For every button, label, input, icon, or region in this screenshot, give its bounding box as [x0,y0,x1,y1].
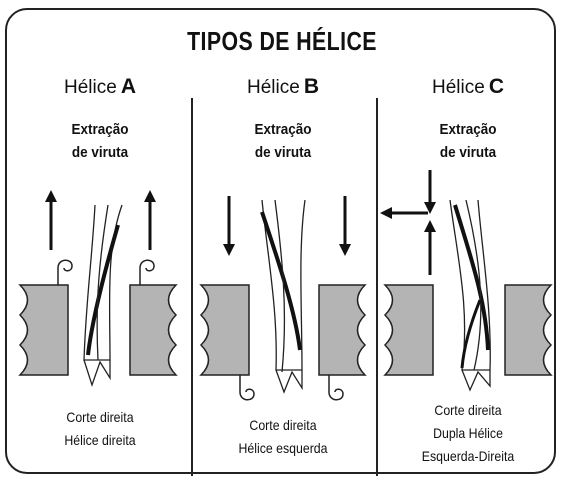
diagram-title: TIPOS DE HÉLICE [187,26,377,56]
panel-b-heading-letter: B [303,75,319,98]
panel-a-caption-line1: Corte direita [66,409,134,425]
panel-c-chip-label: Extração de viruta [387,118,549,164]
panel-b-workpiece-left [199,284,250,376]
panel-b-chip-curl-left [239,375,255,401]
panel-a-workpiece-right [129,284,178,376]
panel-c-caption-line2: Dupla Hélice [433,425,503,441]
panel-c-cutter-outline [449,199,491,371]
panel-a-chip-curl-right [139,259,155,285]
panel-b-illustration [199,196,367,401]
panel-a-heading-letter: A [120,75,136,98]
panel-c-heading-letter: C [488,75,504,98]
panel-c-chip-line2: de viruta [439,144,497,161]
panel-a-heading-word: Hélice [64,77,117,98]
panel-c-workpiece-right [504,284,553,376]
panel-b-workpiece-right [318,284,367,376]
panel-b-chip-line1: Extração [254,121,312,138]
panel-c-chip-line1: Extração [439,121,497,138]
panel-c-flute-heavy [453,204,490,351]
panel-b-caption: Corte direita Hélice esquerda [204,414,362,460]
panel-c-illustration [380,170,553,392]
panel-c-caption: Corte direita Dupla Hélice Esquerda-Dire… [389,399,547,468]
panel-a-chip-label: Extração de viruta [19,118,181,164]
panel-a-flute-heavy [86,224,120,356]
panel-a-illustration [18,190,178,388]
panel-a-chip-curl-left [57,259,73,285]
panel-a-workpiece-left [18,284,69,376]
panel-c-caption-line1: Corte direita [434,402,502,418]
panel-c-cutter-tip [461,369,491,392]
panel-c-flute-cross [460,299,482,369]
panel-b-chip-curl-right [328,375,344,401]
panel-b-heading-word: Hélice [247,77,300,98]
panel-b-caption-line2: Hélice esquerda [238,440,328,456]
panel-c-workpiece-left [383,284,434,376]
panel-a-caption-line2: Hélice direita [64,432,136,448]
panel-a-cutter-tip [83,359,111,388]
panel-c-caption-line3: Esquerda-Direita [421,448,515,464]
divider-left [191,98,193,476]
divider-right [376,98,378,476]
panel-c-flute-thin [465,199,482,371]
panel-a-chip-line1: Extração [71,121,129,138]
panel-b-chip-label: Extração de viruta [202,118,364,164]
panel-c-heading-word: Hélice [432,77,485,98]
panel-a-chip-line2: de viruta [71,144,129,161]
panel-b-flute-thin [274,199,286,373]
panel-b-caption-line1: Corte direita [249,417,317,433]
panel-b-chip-line2: de viruta [254,144,312,161]
panel-a-flute-thin [96,204,109,361]
diagram-frame [5,8,556,474]
panel-a-caption: Corte direita Hélice direita [21,406,179,452]
panel-b-cutter-tip [275,369,303,394]
panel-b-cutter-outline [261,199,306,371]
panel-b-flute-heavy [260,211,302,351]
